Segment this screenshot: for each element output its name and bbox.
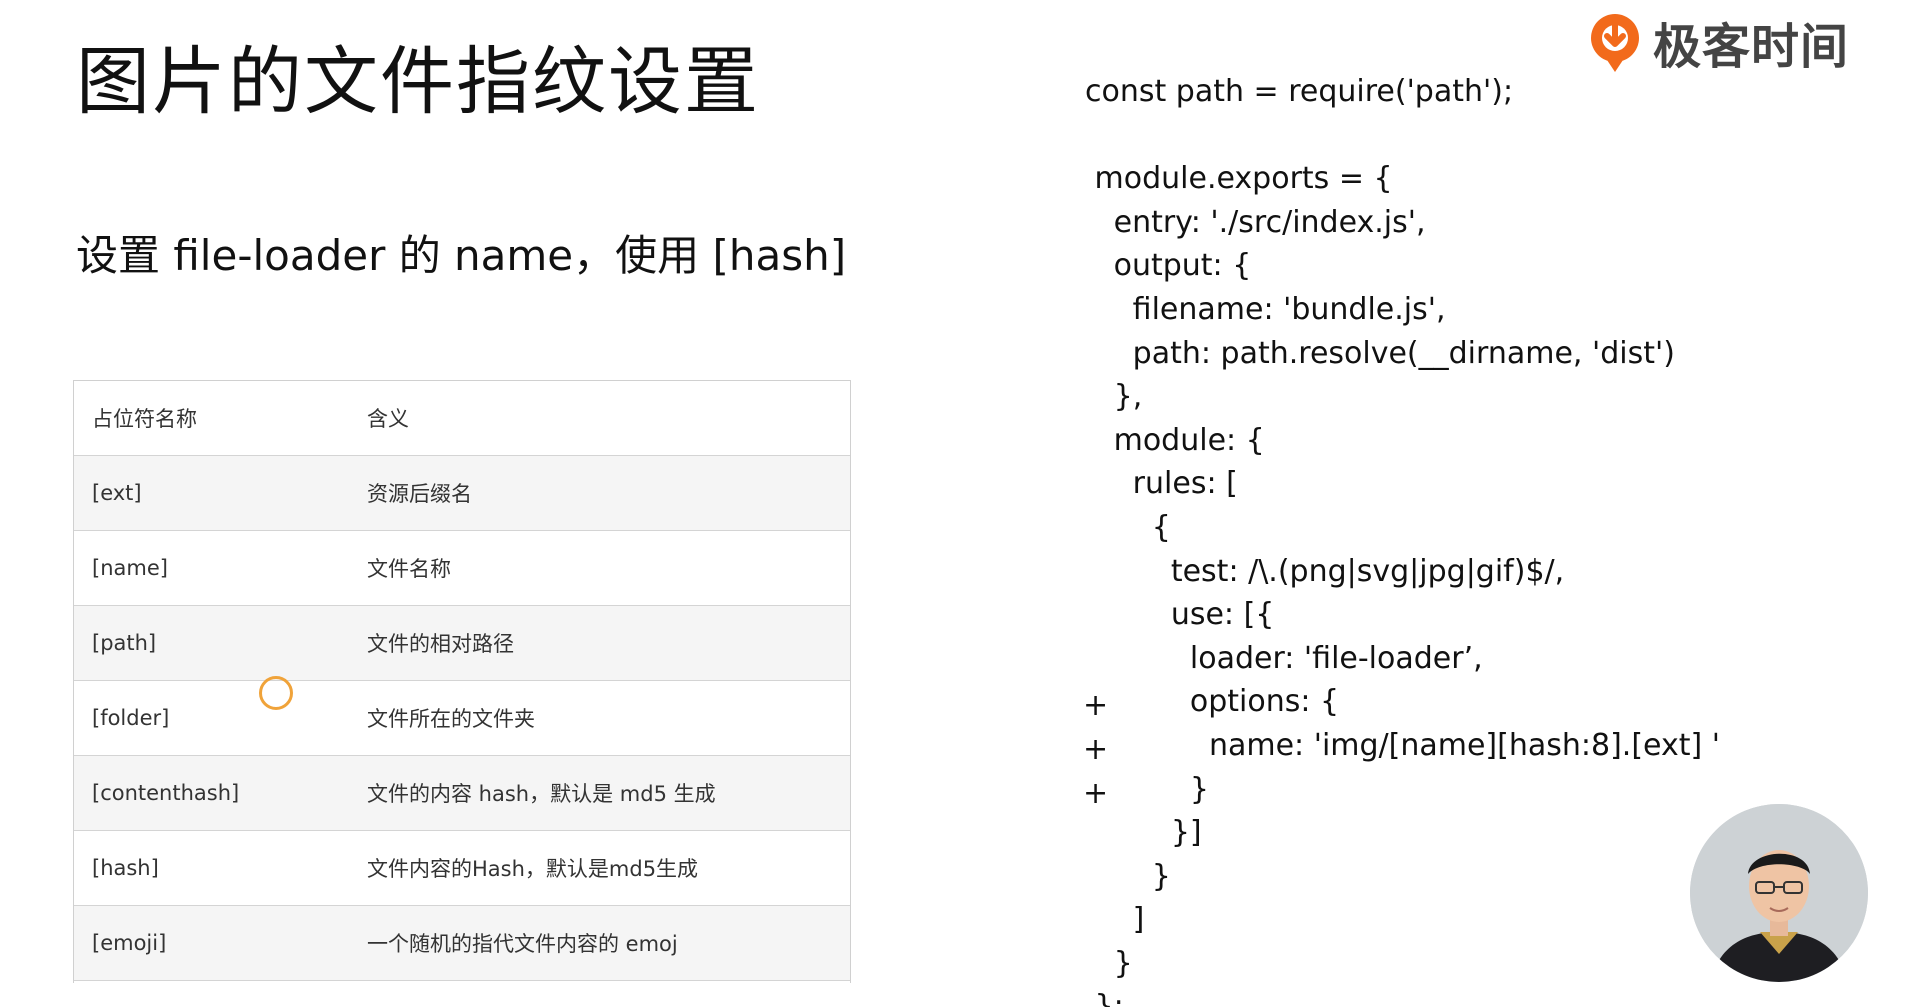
cursor-highlight-ring <box>259 676 293 710</box>
code-block: const path = require('path'); module.exp… <box>1085 70 1720 1007</box>
code-line: name: 'img/[name][hash:8].[ext] ' <box>1085 727 1720 763</box>
table-cell-placeholder: [folder] <box>92 706 170 730</box>
code-line: }; <box>1085 989 1124 1007</box>
code-line: module.exports = { <box>1085 161 1393 197</box>
code-line: module: { <box>1085 422 1265 458</box>
code-line: output: { <box>1085 248 1252 284</box>
code-line: } <box>1085 945 1133 981</box>
table-row: [emoji] 一个随机的指代文件内容的 emoj <box>74 906 850 981</box>
table-cell-meaning: 文件所在的文件夹 <box>367 707 535 731</box>
table-row: [hash] 文件内容的Hash，默认是md5生成 <box>74 831 850 906</box>
table-cell-placeholder: [ext] <box>92 481 142 505</box>
table-row: [folder] 文件所在的文件夹 <box>74 681 850 756</box>
table-cell-meaning: 资源后缀名 <box>367 482 472 506</box>
table-cell-placeholder: [contenthash] <box>92 781 240 805</box>
table-cell-meaning: 一个随机的指代文件内容的 emoj <box>367 932 678 956</box>
table-cell-meaning: 文件的相对路径 <box>367 632 514 656</box>
table-header-cell: 含义 <box>367 407 409 431</box>
table-cell-placeholder: [name] <box>92 556 168 580</box>
code-line: path: path.resolve(__dirname, 'dist') <box>1085 335 1675 371</box>
table-row: [ext] 资源后缀名 <box>74 456 850 531</box>
code-line: const path = require('path'); <box>1085 74 1514 109</box>
table-cell-placeholder: [hash] <box>92 856 159 880</box>
code-line: entry: './src/index.js', <box>1085 204 1426 240</box>
presenter-video-avatar <box>1690 804 1868 982</box>
code-line: filename: 'bundle.js', <box>1085 291 1446 327</box>
table-header-row: 占位符名称 含义 <box>74 381 850 456</box>
brand-logo: 极客时间 <box>1585 10 1850 75</box>
code-line: rules: [ <box>1085 466 1238 502</box>
code-line: options: { <box>1085 684 1340 720</box>
placeholder-table: 占位符名称 含义 [ext] 资源后缀名 [name] 文件名称 [path] … <box>73 380 851 983</box>
table-cell-meaning: 文件内容的Hash，默认是md5生成 <box>367 857 699 881</box>
slide-title: 图片的文件指纹设置 <box>76 39 760 125</box>
table-row: [name] 文件名称 <box>74 531 850 606</box>
geektime-logo-icon <box>1591 14 1639 72</box>
table-cell-placeholder: [path] <box>92 631 157 655</box>
code-line: loader: 'file-loader’, <box>1085 640 1483 676</box>
code-line <box>1085 114 1720 158</box>
presenter-portrait-icon <box>1690 804 1868 982</box>
code-line: use: [{ <box>1085 597 1275 633</box>
diff-added-marker: + <box>1083 776 1109 811</box>
code-line: test: /\.(png|svg|jpg|gif)$/, <box>1085 553 1565 589</box>
code-line: } <box>1085 858 1171 894</box>
code-line: { <box>1085 509 1171 545</box>
brand-logo-text: 极客时间 <box>1653 19 1850 75</box>
table-cell-meaning: 文件名称 <box>367 557 451 581</box>
table-cell-meaning: 文件的内容 hash，默认是 md5 生成 <box>367 782 716 806</box>
code-line: }, <box>1085 379 1143 415</box>
diff-added-marker: + <box>1083 688 1109 723</box>
slide-subtitle: 设置 file-loader 的 name，使用 [hash] <box>76 231 847 280</box>
code-line: ] <box>1085 902 1145 938</box>
table-row: [path] 文件的相对路径 <box>74 606 850 681</box>
table-row: [contenthash] 文件的内容 hash，默认是 md5 生成 <box>74 756 850 831</box>
code-line: }] <box>1085 815 1202 851</box>
table-header-cell: 占位符名称 <box>92 407 197 431</box>
code-line: } <box>1085 771 1209 807</box>
diff-added-marker: + <box>1083 732 1109 767</box>
table-cell-placeholder: [emoji] <box>92 931 167 955</box>
